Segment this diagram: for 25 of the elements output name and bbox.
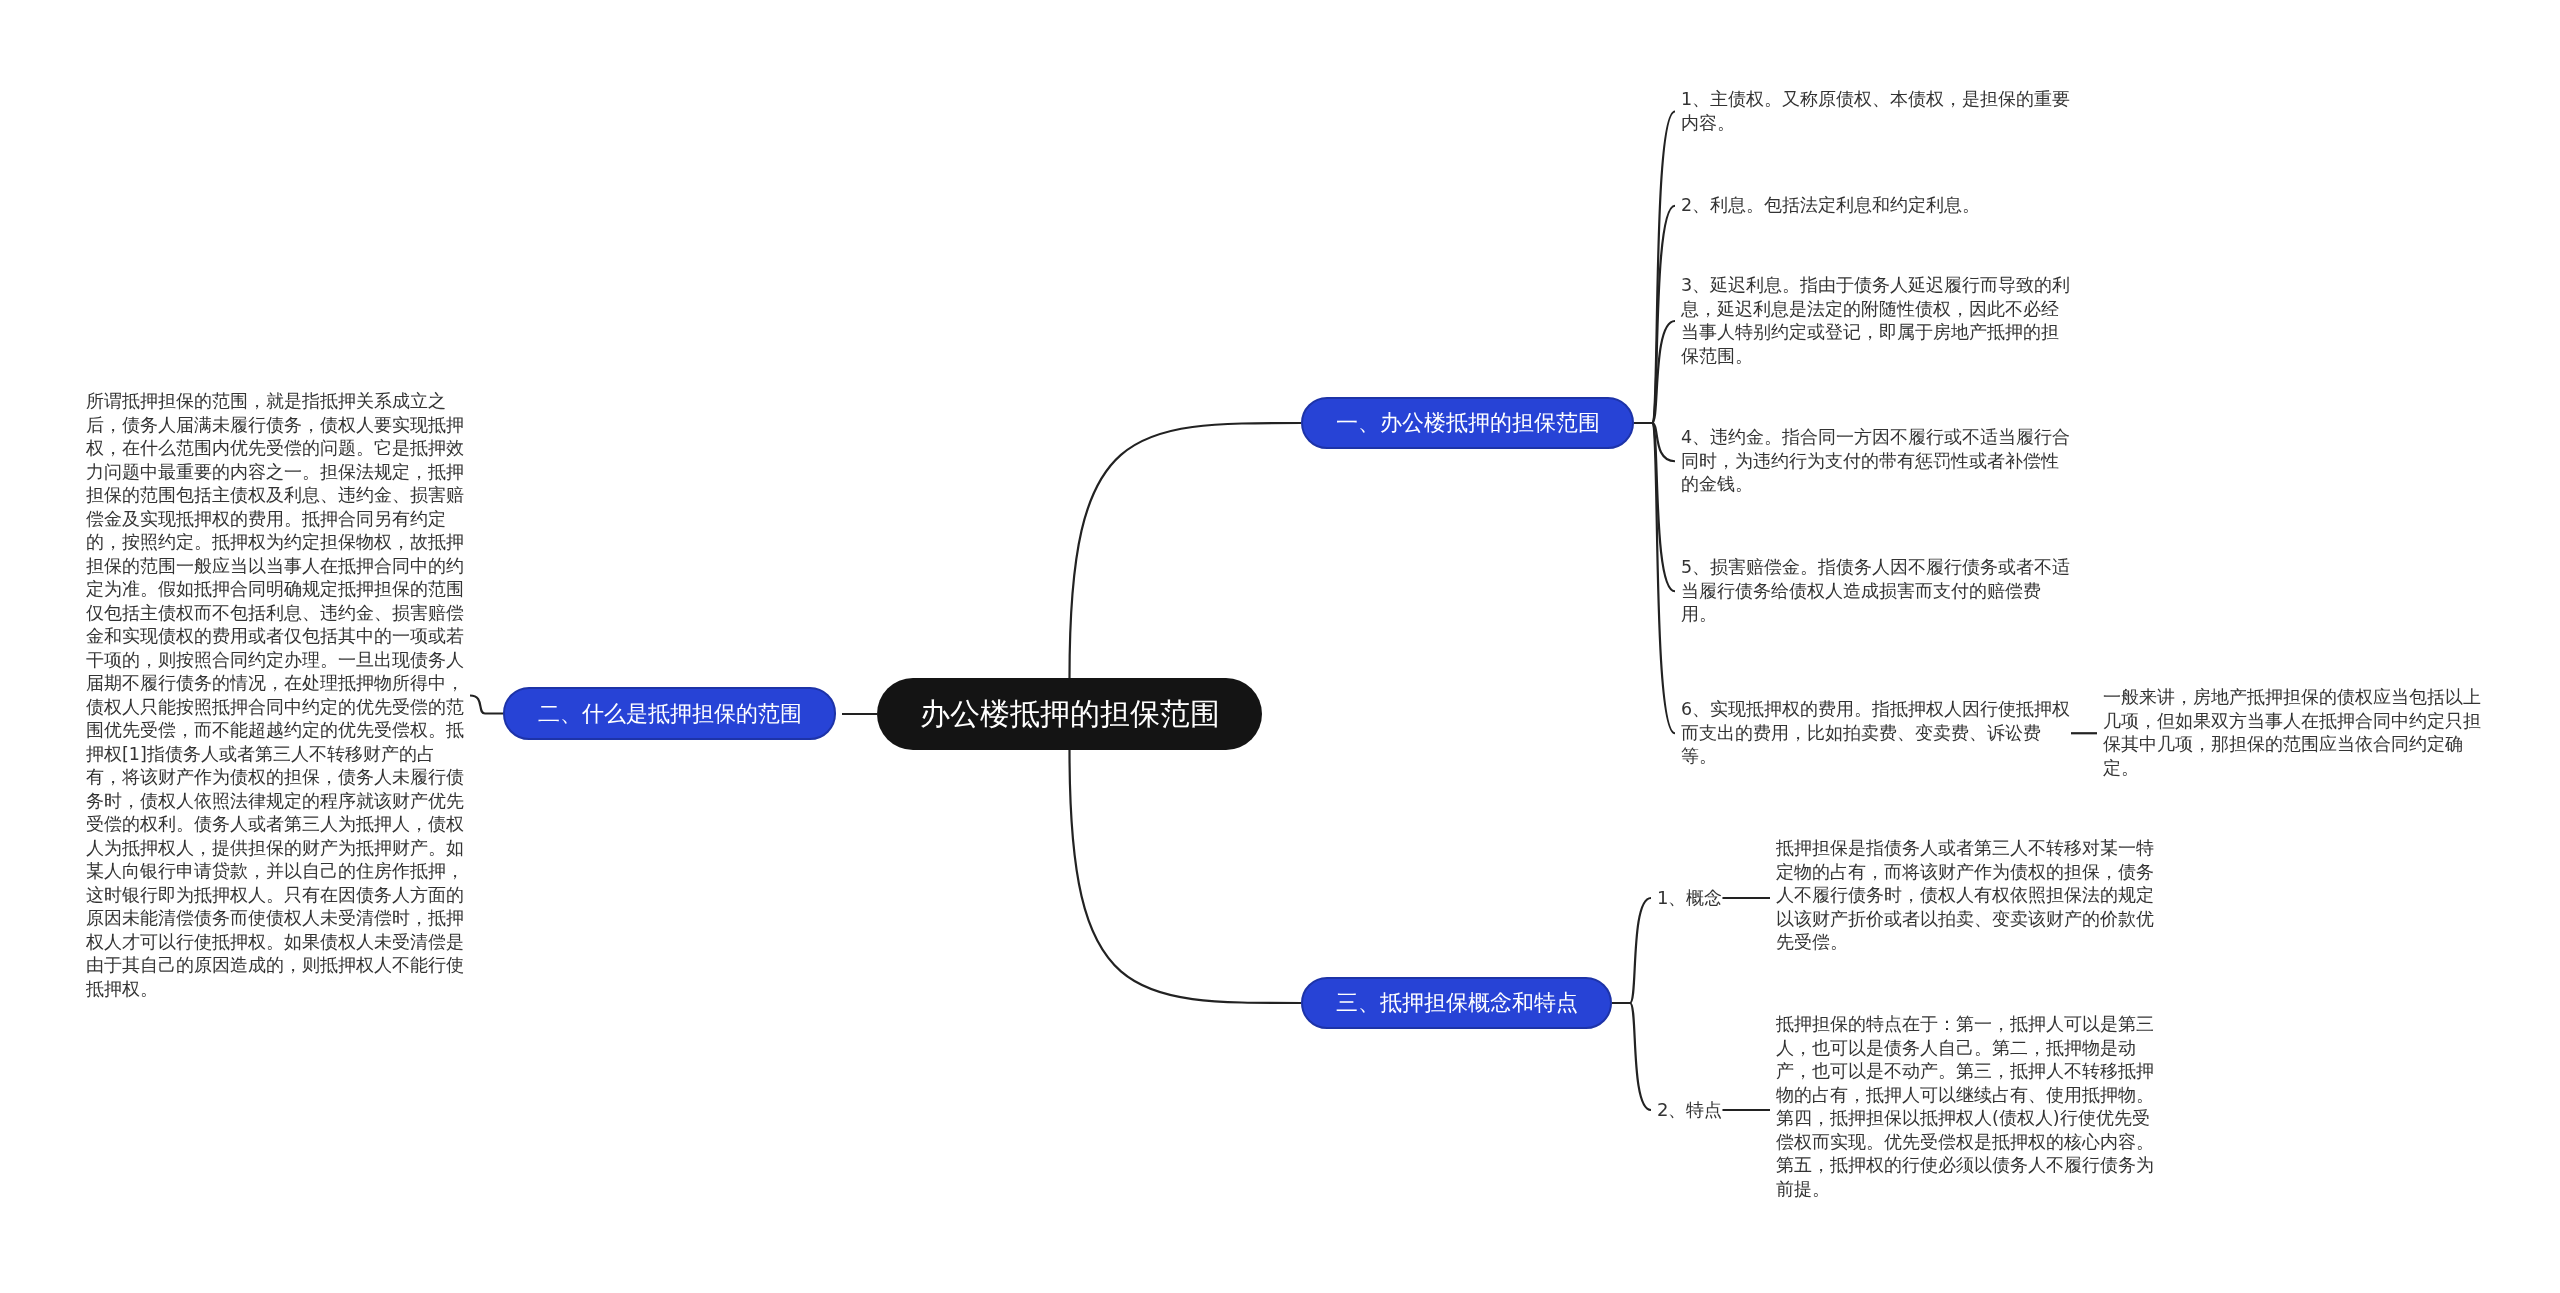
connector-line: [1722, 896, 1770, 900]
topic-text: 1、主债权。又称原债权、本债权，是担保的重要内容。: [1681, 88, 2071, 135]
connector-line: [2071, 732, 2097, 735]
connector-line: [469, 694, 503, 715]
branch-topic: 三、抵押担保概念和特点: [1301, 977, 1612, 1029]
topic-text: 2、利息。包括法定利息和约定利息。: [1681, 194, 2071, 218]
central-topic: 办公楼抵押的担保范围: [877, 678, 1262, 750]
connector-line: [1068, 421, 1301, 679]
topic-text: 6、实现抵押权的费用。指抵押权人因行使抵押权而支出的费用，比如拍卖费、变卖费、诉讼费等。: [1681, 698, 2071, 769]
branch-topic: 一、办公楼抵押的担保范围: [1301, 397, 1634, 449]
topic-text: 一般来讲，房地产抵押担保的债权应当包括以上几项，但如果双方当事人在抵押合同中约定只担保其中几项，那担保的范围应当依合同约定确定。: [2103, 686, 2493, 780]
connector-line: [1612, 1001, 1652, 1111]
connector-line: [1068, 749, 1301, 1005]
topic-text: 4、违约金。指合同一方因不履行或不适当履行合同时，为违约行为支付的带有惩罚性或者补偿性的金钱。: [1681, 426, 2071, 497]
topic-text: 3、延迟利息。指由于债务人延迟履行而导致的利息，延迟利息是法定的附随性债权，因此不必经当事人特别约定或登记，即属于房地产抵押的担保范围。: [1681, 274, 2071, 368]
topic-text: 所谓抵押担保的范围，就是指抵押关系成立之后，债务人届满未履行债务，债权人要实现抵押权，在什么范围内优先受偿的问题。它是抵押效力问题中最重要的内容之一。担保法规定，抵押担保的范围包括主债权及利息、违约金、损害赔偿金及实现抵押权的费用。抵押合同另有约定的，按照约定。抵押权为约定担保物权，故抵押担保的范围一般应当以当事人在抵押合同中的约定为准。假如抵押合同明确规定抵押担保的范围仅包括主债权而不包括利息、违约金、损害赔偿金和实现债权的费用或者仅包括其中的一项或若干项的，则按照合同约定办理。一旦出现债务人届期不履行债务的情况，在处理抵押物所得中，债权人只能按照抵押合同中约定的优先受偿的范围优先受偿，而不能超越约定的优先受偿权。抵押权[1]指债务人或者第三人不转移财产的占有，将该财产作为债权的担保，债务人未履行债务时，债权人依照法律规定的程序就该财产优先受偿的权利。债务人或者第三人为抵押人，债权人为抵押权人，提供担保的财产为抵押财产。如某人向银行申请贷款，并以自己的住房作抵押，这时银行即为抵押权人。只有在因债务人方面的原因未能清偿债务而使债权人未受清偿时，抵押权人才可以行使抵押权。如果债权人未受清偿是由于其自己的原因造成的，则抵押权人不能行使抵押权。: [86, 390, 464, 1001]
subtopic-label: 2、特点: [1657, 1098, 1723, 1122]
connector-line: [1634, 421, 1676, 734]
topic-text: 5、损害赔偿金。指债务人因不履行债务或者不适当履行债务给债权人造成损害而支付的赔偿费用。: [1681, 556, 2071, 627]
subtopic-label: 1、概念: [1657, 886, 1723, 910]
topic-text: 抵押担保的特点在于：第一，抵押人可以是第三人，也可以是债务人自己。第二，抵押物是动产，也可以是不动产。第三，抵押人不转移抵押物的占有，抵押人可以继续占有、使用抵押物。第四，抵押担保以抵押权人(债权人)行使优先受偿权而实现。优先受偿权是抵押权的核心内容。第五，抵押权的行使必须以债务人不履行债务为前提。: [1776, 1013, 2166, 1201]
topic-text: 抵押担保是指债务人或者第三人不转移对某一特定物的占有，而将该财产作为债权的担保，债务人不履行债务时，债权人有权依照担保法的规定以该财产折价或者以拍卖、变卖该财产的价款优先受偿。: [1776, 837, 2166, 955]
connector-line: [842, 712, 877, 716]
branch-topic: 二、什么是抵押担保的范围: [503, 687, 836, 740]
connector-line: [1722, 1108, 1770, 1112]
